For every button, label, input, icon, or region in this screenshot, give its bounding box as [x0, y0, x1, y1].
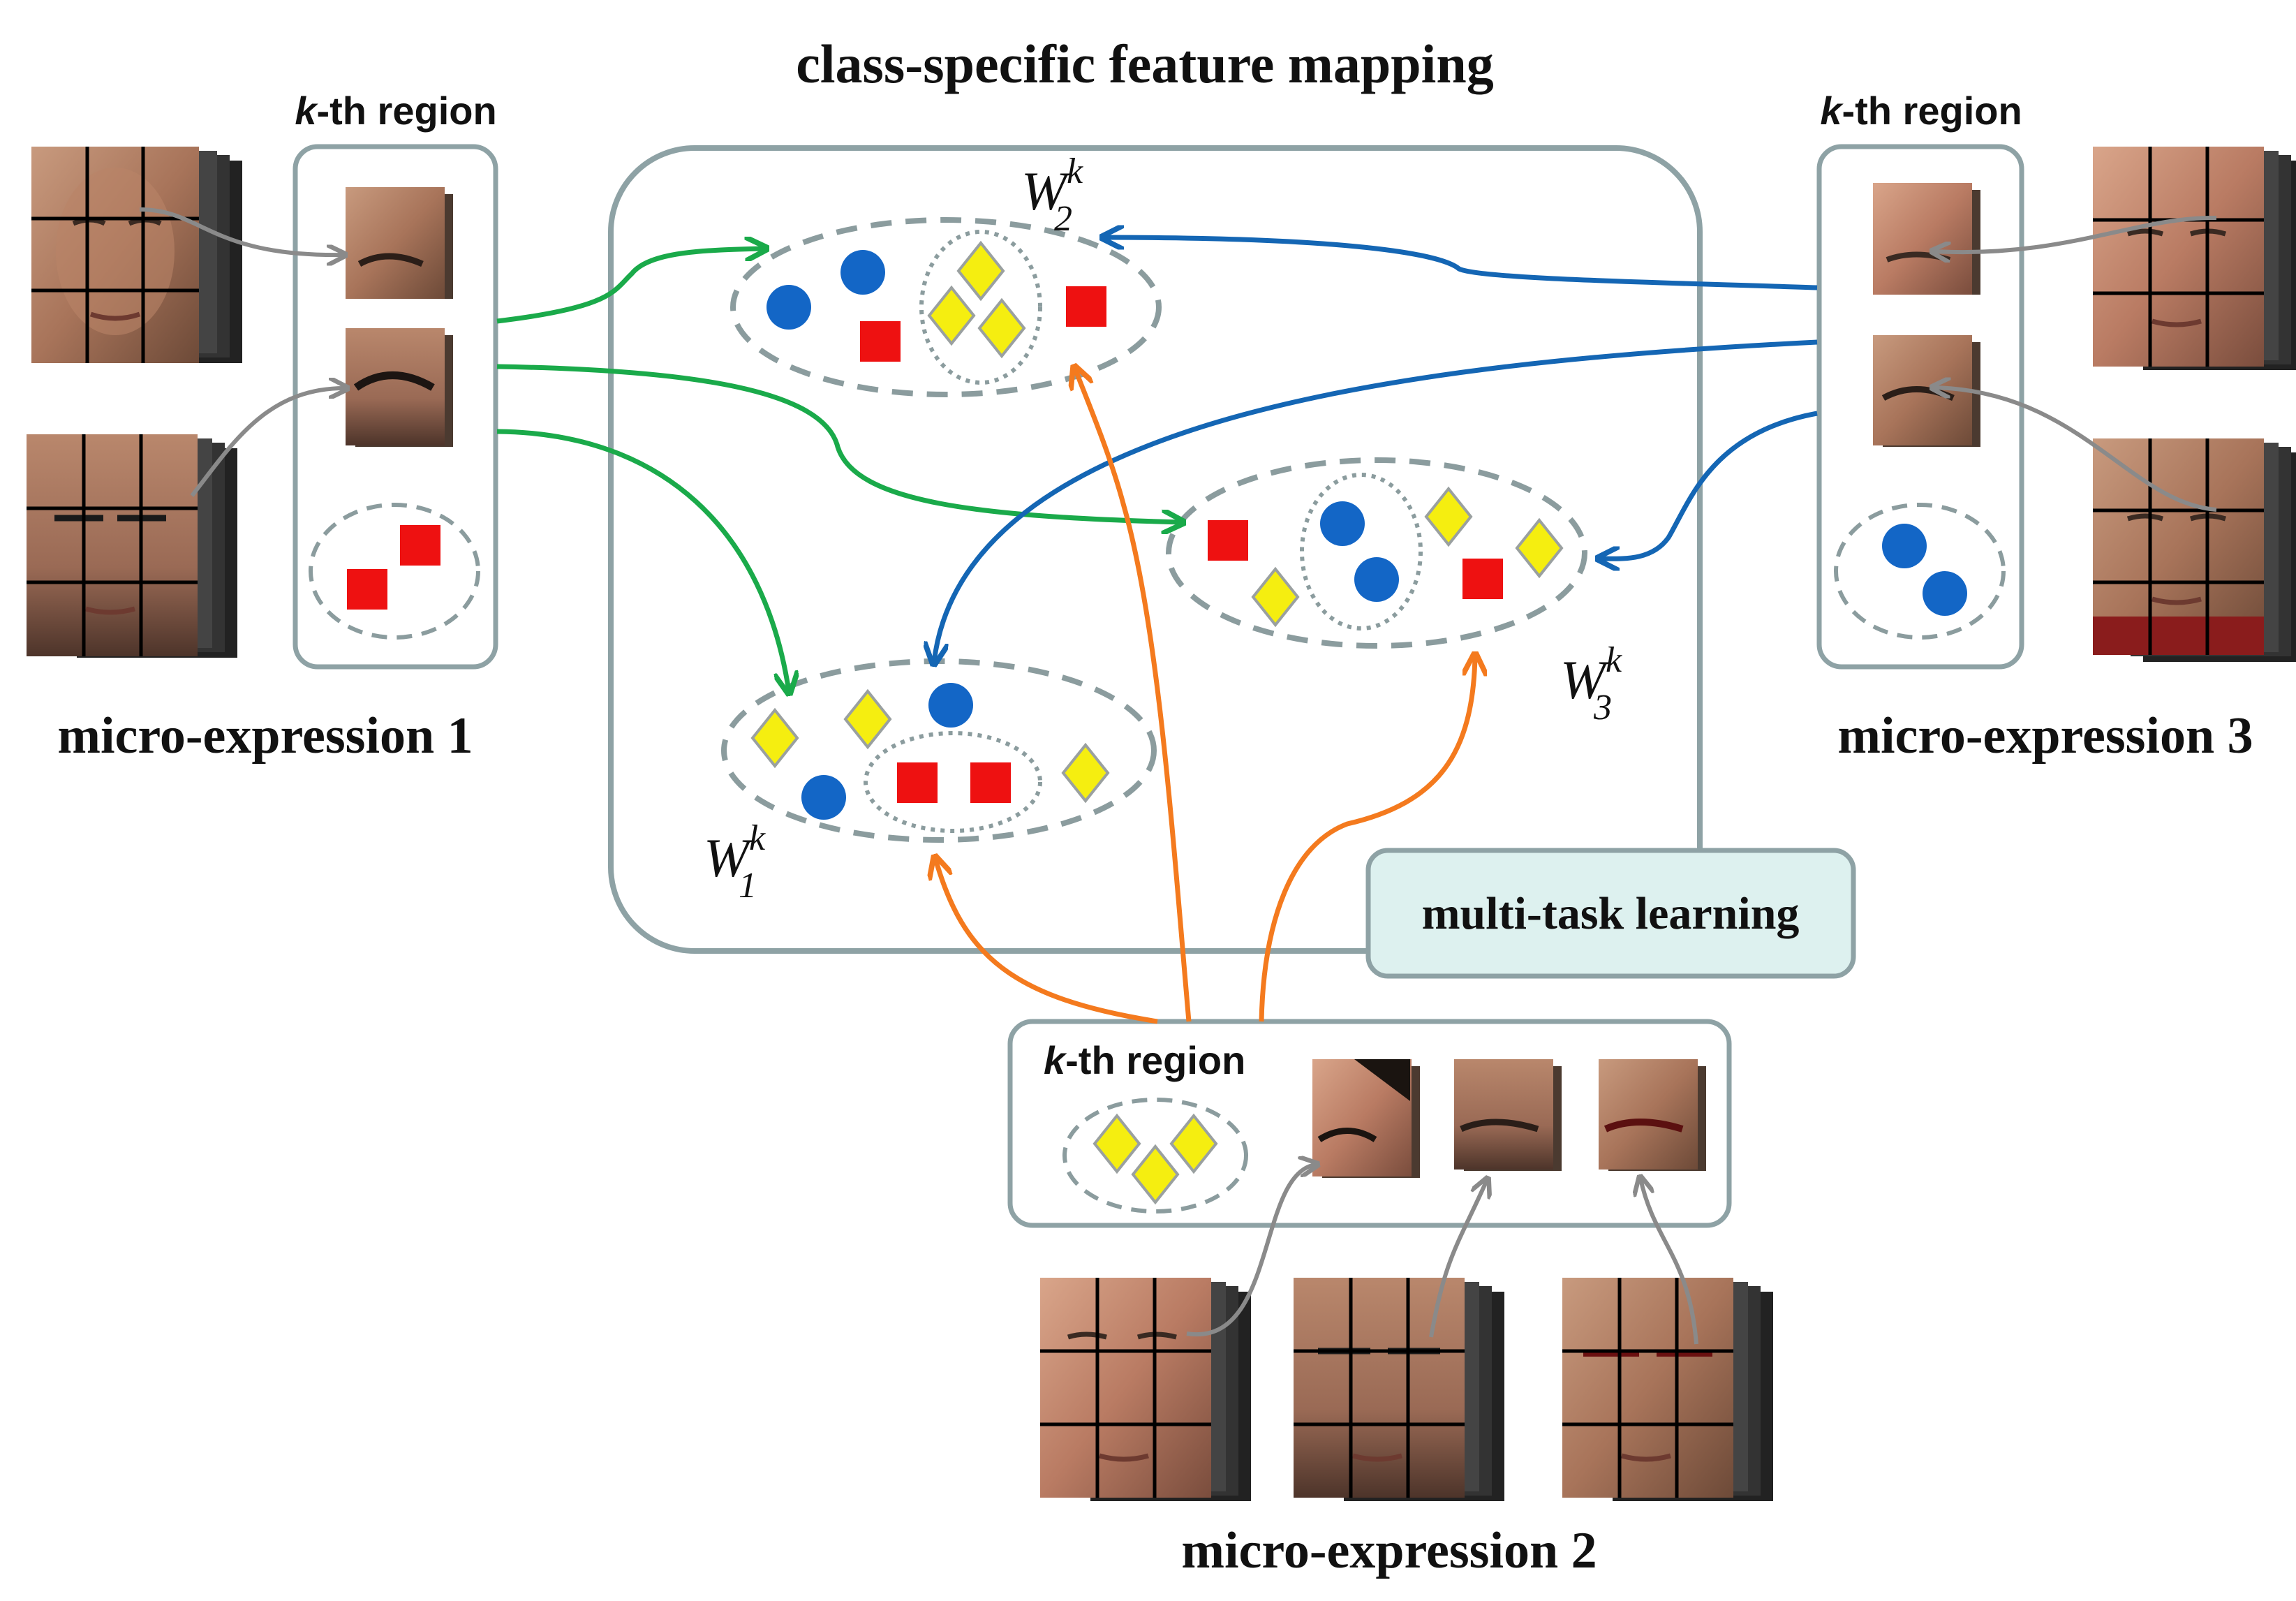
region-patch-right-2 [1873, 335, 1980, 447]
multi-task-learning-box [1365, 848, 1856, 979]
mapping-ellipse-w3-inner [1300, 473, 1423, 630]
yellow-diamond [1131, 1144, 1180, 1205]
yellow-diamond [956, 240, 1005, 302]
blue-circle [1923, 571, 1967, 616]
blue-circle [801, 775, 846, 820]
left-region-cluster [309, 503, 480, 640]
gray-arrow-bottom-1 [1186, 1165, 1316, 1337]
mapping-label-w3-sub: 3 [1593, 688, 1612, 728]
yellow-diamond [843, 688, 892, 750]
yellow-diamond [977, 297, 1026, 359]
mapping-label-w2-sub: 2 [1054, 199, 1072, 239]
mapping-label-w2: Wk [1021, 152, 1083, 221]
region-patch-bottom-2 [1454, 1059, 1562, 1171]
yellow-diamond [927, 285, 976, 346]
blue-arrow-to-w3 [1600, 411, 1818, 559]
blue-circle [840, 250, 885, 295]
group-label-micro-expression-1: micro-expression 1 [57, 707, 473, 765]
left-region-box [292, 144, 498, 670]
red-square [1462, 559, 1503, 599]
group-label-micro-expression-2: micro-expression 2 [1181, 1522, 1597, 1579]
group-label-micro-expression-3: micro-expression 3 [1837, 707, 2253, 765]
face-clip-right-1 [2093, 147, 2296, 370]
yellow-diamond [1515, 517, 1564, 579]
left-region-label: k-th region [295, 89, 496, 133]
red-square [347, 569, 387, 610]
bottom-region-box [1007, 1019, 1732, 1228]
mapping-label-w1: Wk [704, 818, 766, 888]
green-arrow-to-w2 [496, 249, 764, 324]
gray-arrow-right-1 [1934, 215, 2217, 252]
region-patch-right-1 [1873, 183, 1980, 295]
mapping-ellipse-w3 [1166, 457, 1587, 649]
yellow-diamond [1424, 486, 1473, 547]
mapping-label-w1-sub: 1 [739, 866, 757, 906]
green-arrow-to-w1 [496, 429, 789, 691]
red-square [1208, 520, 1248, 561]
multi-task-learning-label: multi-task learning [1422, 888, 1800, 939]
blue-circle [928, 683, 973, 728]
gray-arrow-bottom-3 [1640, 1179, 1698, 1345]
blue-circle [1882, 524, 1927, 568]
yellow-diamond [1251, 566, 1300, 628]
bottom-region-label: k-th region [1044, 1038, 1245, 1082]
right-region-cluster [1834, 503, 2006, 640]
gray-arrow-left-2 [190, 388, 346, 497]
mapping-ellipse-w2 [730, 217, 1162, 397]
bottom-region-cluster [1062, 1098, 1248, 1213]
face-clip-bottom-1 [1040, 1278, 1251, 1501]
region-patch-bottom-3 [1599, 1059, 1706, 1171]
orange-arrow-to-w2 [1075, 369, 1192, 1022]
mapping-container [608, 145, 1703, 954]
green-arrow-to-w3 [496, 364, 1181, 522]
face-clip-left-2 [27, 434, 237, 658]
red-square [400, 525, 440, 566]
yellow-diamond [1093, 1113, 1141, 1174]
face-clip-left-1 [31, 147, 242, 363]
gray-arrow-right-2 [1934, 388, 2217, 512]
orange-arrow-to-w1 [935, 859, 1158, 1024]
mapping-ellipse-w2-inner [919, 230, 1042, 385]
mapping-label-w3: Wk [1560, 640, 1622, 710]
gray-arrow-left-1 [139, 207, 343, 255]
face-clip-bottom-2 [1294, 1278, 1504, 1501]
region-patch-bottom-1 [1312, 1059, 1420, 1178]
red-square [970, 762, 1011, 803]
blue-circle [1354, 557, 1399, 602]
yellow-diamond [750, 707, 799, 769]
blue-arrow-to-w1 [934, 339, 1818, 662]
red-square [1066, 286, 1106, 327]
orange-arrow-to-w3 [1259, 656, 1475, 1022]
face-clip-right-2 [2093, 438, 2296, 662]
mapping-ellipse-w1-inner [864, 731, 1042, 833]
red-square [897, 762, 938, 803]
yellow-diamond [1169, 1113, 1218, 1174]
right-region-label: k-th region [1820, 89, 2022, 133]
gray-arrow-bottom-2 [1429, 1180, 1487, 1338]
blue-arrow-to-w2 [1104, 237, 1818, 290]
region-patch-left-2 [346, 328, 453, 447]
face-clip-bottom-3 [1562, 1278, 1773, 1501]
region-patch-left-1 [346, 187, 453, 299]
blue-circle [766, 285, 811, 330]
yellow-diamond [1061, 742, 1110, 804]
diagram-title: class-specific feature mapping [796, 34, 1493, 94]
blue-circle [1320, 501, 1365, 546]
red-square [860, 321, 901, 362]
